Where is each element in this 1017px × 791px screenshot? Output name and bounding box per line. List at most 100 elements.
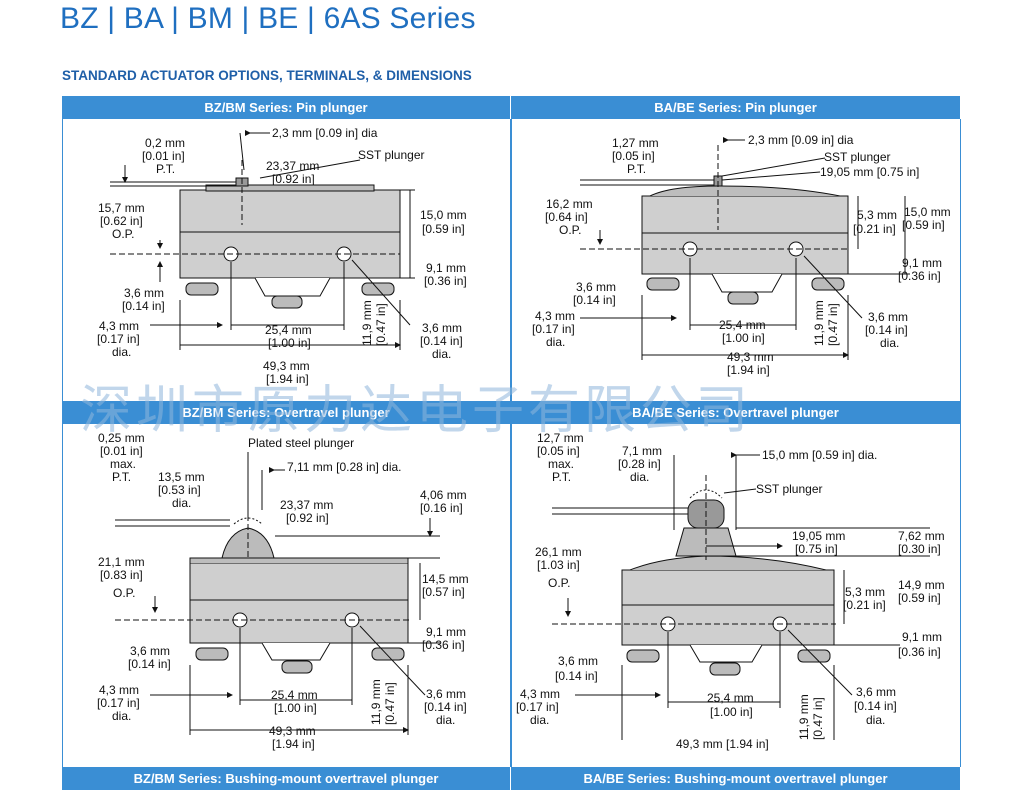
br-r2: [0.14 in]	[854, 699, 897, 713]
br-h2: [0.59 in]	[898, 591, 941, 605]
br-dia1: 15,0 mm [0.59 in] dia.	[762, 448, 877, 462]
tl-s2: [1.00 in]	[268, 336, 311, 350]
br-w1: 19,05 mm	[792, 529, 845, 543]
br-s1: 25,4 mm	[707, 691, 754, 705]
br-v2: [0.47 in]	[811, 697, 825, 740]
labels-bz-pin: 0,2 mm [0.01 in] P.T. 2,3 mm [0.09 in] d…	[97, 126, 467, 386]
tl-pt1: 0,2 mm	[145, 136, 185, 150]
tl-op1: 15,7 mm	[98, 201, 145, 215]
tr-d1: 4,3 mm	[535, 309, 575, 323]
tl-r3: dia.	[432, 347, 451, 361]
tl-r2: [0.14 in]	[420, 334, 463, 348]
bl-r2: [0.14 in]	[424, 700, 467, 714]
tr-pt3: P.T.	[627, 162, 646, 176]
bl-pt1: 0,25 mm	[98, 431, 145, 445]
tr-pt2: [0.05 in]	[612, 149, 655, 163]
panel-frame-left	[62, 119, 512, 767]
bl-d1: 4,3 mm	[99, 683, 139, 697]
tr-v1: 11,9 mm	[812, 300, 826, 346]
br-r3: dia.	[866, 713, 885, 727]
panel-frame-right	[510, 119, 961, 767]
bl-s2: [1.00 in]	[274, 701, 317, 715]
bl-pl: Plated steel plunger	[248, 436, 354, 450]
tr-s2: [1.00 in]	[722, 331, 765, 345]
section-title: STANDARD ACTUATOR OPTIONS, TERMINALS, & …	[62, 68, 472, 83]
labels-ba-overtravel: 12,7 mm [0.05 in] max. P.T. 7,1 mm [0.28…	[516, 431, 945, 751]
tl-sst: SST plunger	[358, 148, 425, 162]
tr-d2: [0.17 in]	[532, 322, 575, 336]
tr-m2: [0.21 in]	[853, 222, 896, 236]
tr-h4: [0.36 in]	[898, 269, 941, 283]
tr-r3: dia.	[880, 336, 899, 350]
tl-h4: [0.36 in]	[424, 274, 467, 288]
br-t2: [0.14 in]	[555, 669, 598, 683]
tr-w1: 19,05 mm [0.75 in]	[820, 165, 919, 179]
br-op2: [1.03 in]	[537, 558, 580, 572]
br-h3: 9,1 mm	[902, 630, 942, 644]
br-ot1: 7,62 mm	[898, 529, 945, 543]
tr-v2: [0.47 in]	[826, 303, 840, 346]
bl-r3: dia.	[436, 713, 455, 727]
tr-r2: [0.14 in]	[865, 323, 908, 337]
tl-op2: [0.62 in]	[100, 214, 143, 228]
tr-op2: [0.64 in]	[545, 210, 588, 224]
labels-bz-overtravel: 0,25 mm [0.01 in] max. P.T. Plated steel…	[97, 431, 469, 751]
bl-r1: 3,6 mm	[426, 687, 466, 701]
panel-header-bz-pin: BZ/BM Series: Pin plunger	[62, 96, 510, 119]
bl-d2: [0.17 in]	[97, 696, 140, 710]
panel-header-bz-bushing: BZ/BM Series: Bushing-mount overtravel p…	[62, 767, 510, 790]
panel-header-ba-bushing: BA/BE Series: Bushing-mount overtravel p…	[511, 767, 960, 790]
tr-h2: [0.59 in]	[902, 218, 945, 232]
tr-r1: 3,6 mm	[868, 310, 908, 324]
tl-s1: 25,4 mm	[265, 323, 312, 337]
tl-d2: [0.17 in]	[97, 332, 140, 346]
br-pt2: [0.05 in]	[537, 444, 580, 458]
bl-d3: dia.	[112, 709, 131, 723]
panel-header-bz-overtravel: BZ/BM Series: Overtravel plunger	[62, 401, 510, 424]
bl-w1: 23,37 mm	[280, 498, 333, 512]
bl-pt3: max.	[110, 457, 136, 471]
tl-t2: [0.14 in]	[122, 299, 165, 313]
tr-d3: dia.	[546, 335, 565, 349]
bl-h4: [0.36 in]	[422, 638, 465, 652]
bl-h1: 14,5 mm	[422, 572, 469, 586]
tl-v1: 11,9 mm	[360, 300, 374, 346]
br-s2: [1.00 in]	[710, 705, 753, 719]
bl-dia1: 7,11 mm [0.28 in] dia.	[287, 460, 402, 474]
br-r1: 3,6 mm	[856, 685, 896, 699]
labels-ba-pin: 1,27 mm [0.05 in] P.T. 2,3 mm [0.09 in] …	[532, 133, 951, 377]
br-h1: 14,9 mm	[898, 578, 945, 592]
bl-a1: 13,5 mm	[158, 470, 205, 484]
tr-op3: O.P.	[559, 223, 581, 237]
br-l1: 49,3 mm [1.94 in]	[676, 737, 769, 751]
tr-op1: 16,2 mm	[546, 197, 593, 211]
bl-w2: [0.92 in]	[286, 511, 329, 525]
tr-m1: 5,3 mm	[857, 208, 897, 222]
document-title: BZ | BA | BM | BE | 6AS Series	[60, 2, 476, 35]
bl-op2: [0.83 in]	[100, 568, 143, 582]
tr-l2: [1.94 in]	[727, 363, 770, 377]
tl-v2: [0.47 in]	[374, 303, 388, 346]
bl-op1: 21,1 mm	[98, 555, 145, 569]
bl-ot2: [0.16 in]	[420, 501, 463, 515]
bl-s1: 25,4 mm	[271, 688, 318, 702]
bl-a2: [0.53 in]	[158, 483, 201, 497]
bl-h2: [0.57 in]	[422, 585, 465, 599]
tr-l1: 49,3 mm	[727, 350, 774, 364]
tl-t1: 3,6 mm	[124, 286, 164, 300]
tl-r1: 3,6 mm	[422, 321, 462, 335]
bl-pt2: [0.01 in]	[100, 444, 143, 458]
tl-w2: [0.92 in]	[272, 172, 315, 186]
br-a1: 7,1 mm	[622, 444, 662, 458]
tr-t1: 3,6 mm	[576, 280, 616, 294]
br-h4: [0.36 in]	[898, 645, 941, 659]
tr-s1: 25,4 mm	[719, 318, 766, 332]
tl-pt2: [0.01 in]	[142, 149, 185, 163]
drawing-bz-pin	[110, 130, 415, 350]
br-m2: [0.21 in]	[843, 598, 886, 612]
drawing-bz-overtravel	[115, 452, 440, 735]
bl-pt4: P.T.	[112, 470, 131, 484]
br-w2: [0.75 in]	[795, 542, 838, 556]
br-pt3: max.	[548, 457, 574, 471]
